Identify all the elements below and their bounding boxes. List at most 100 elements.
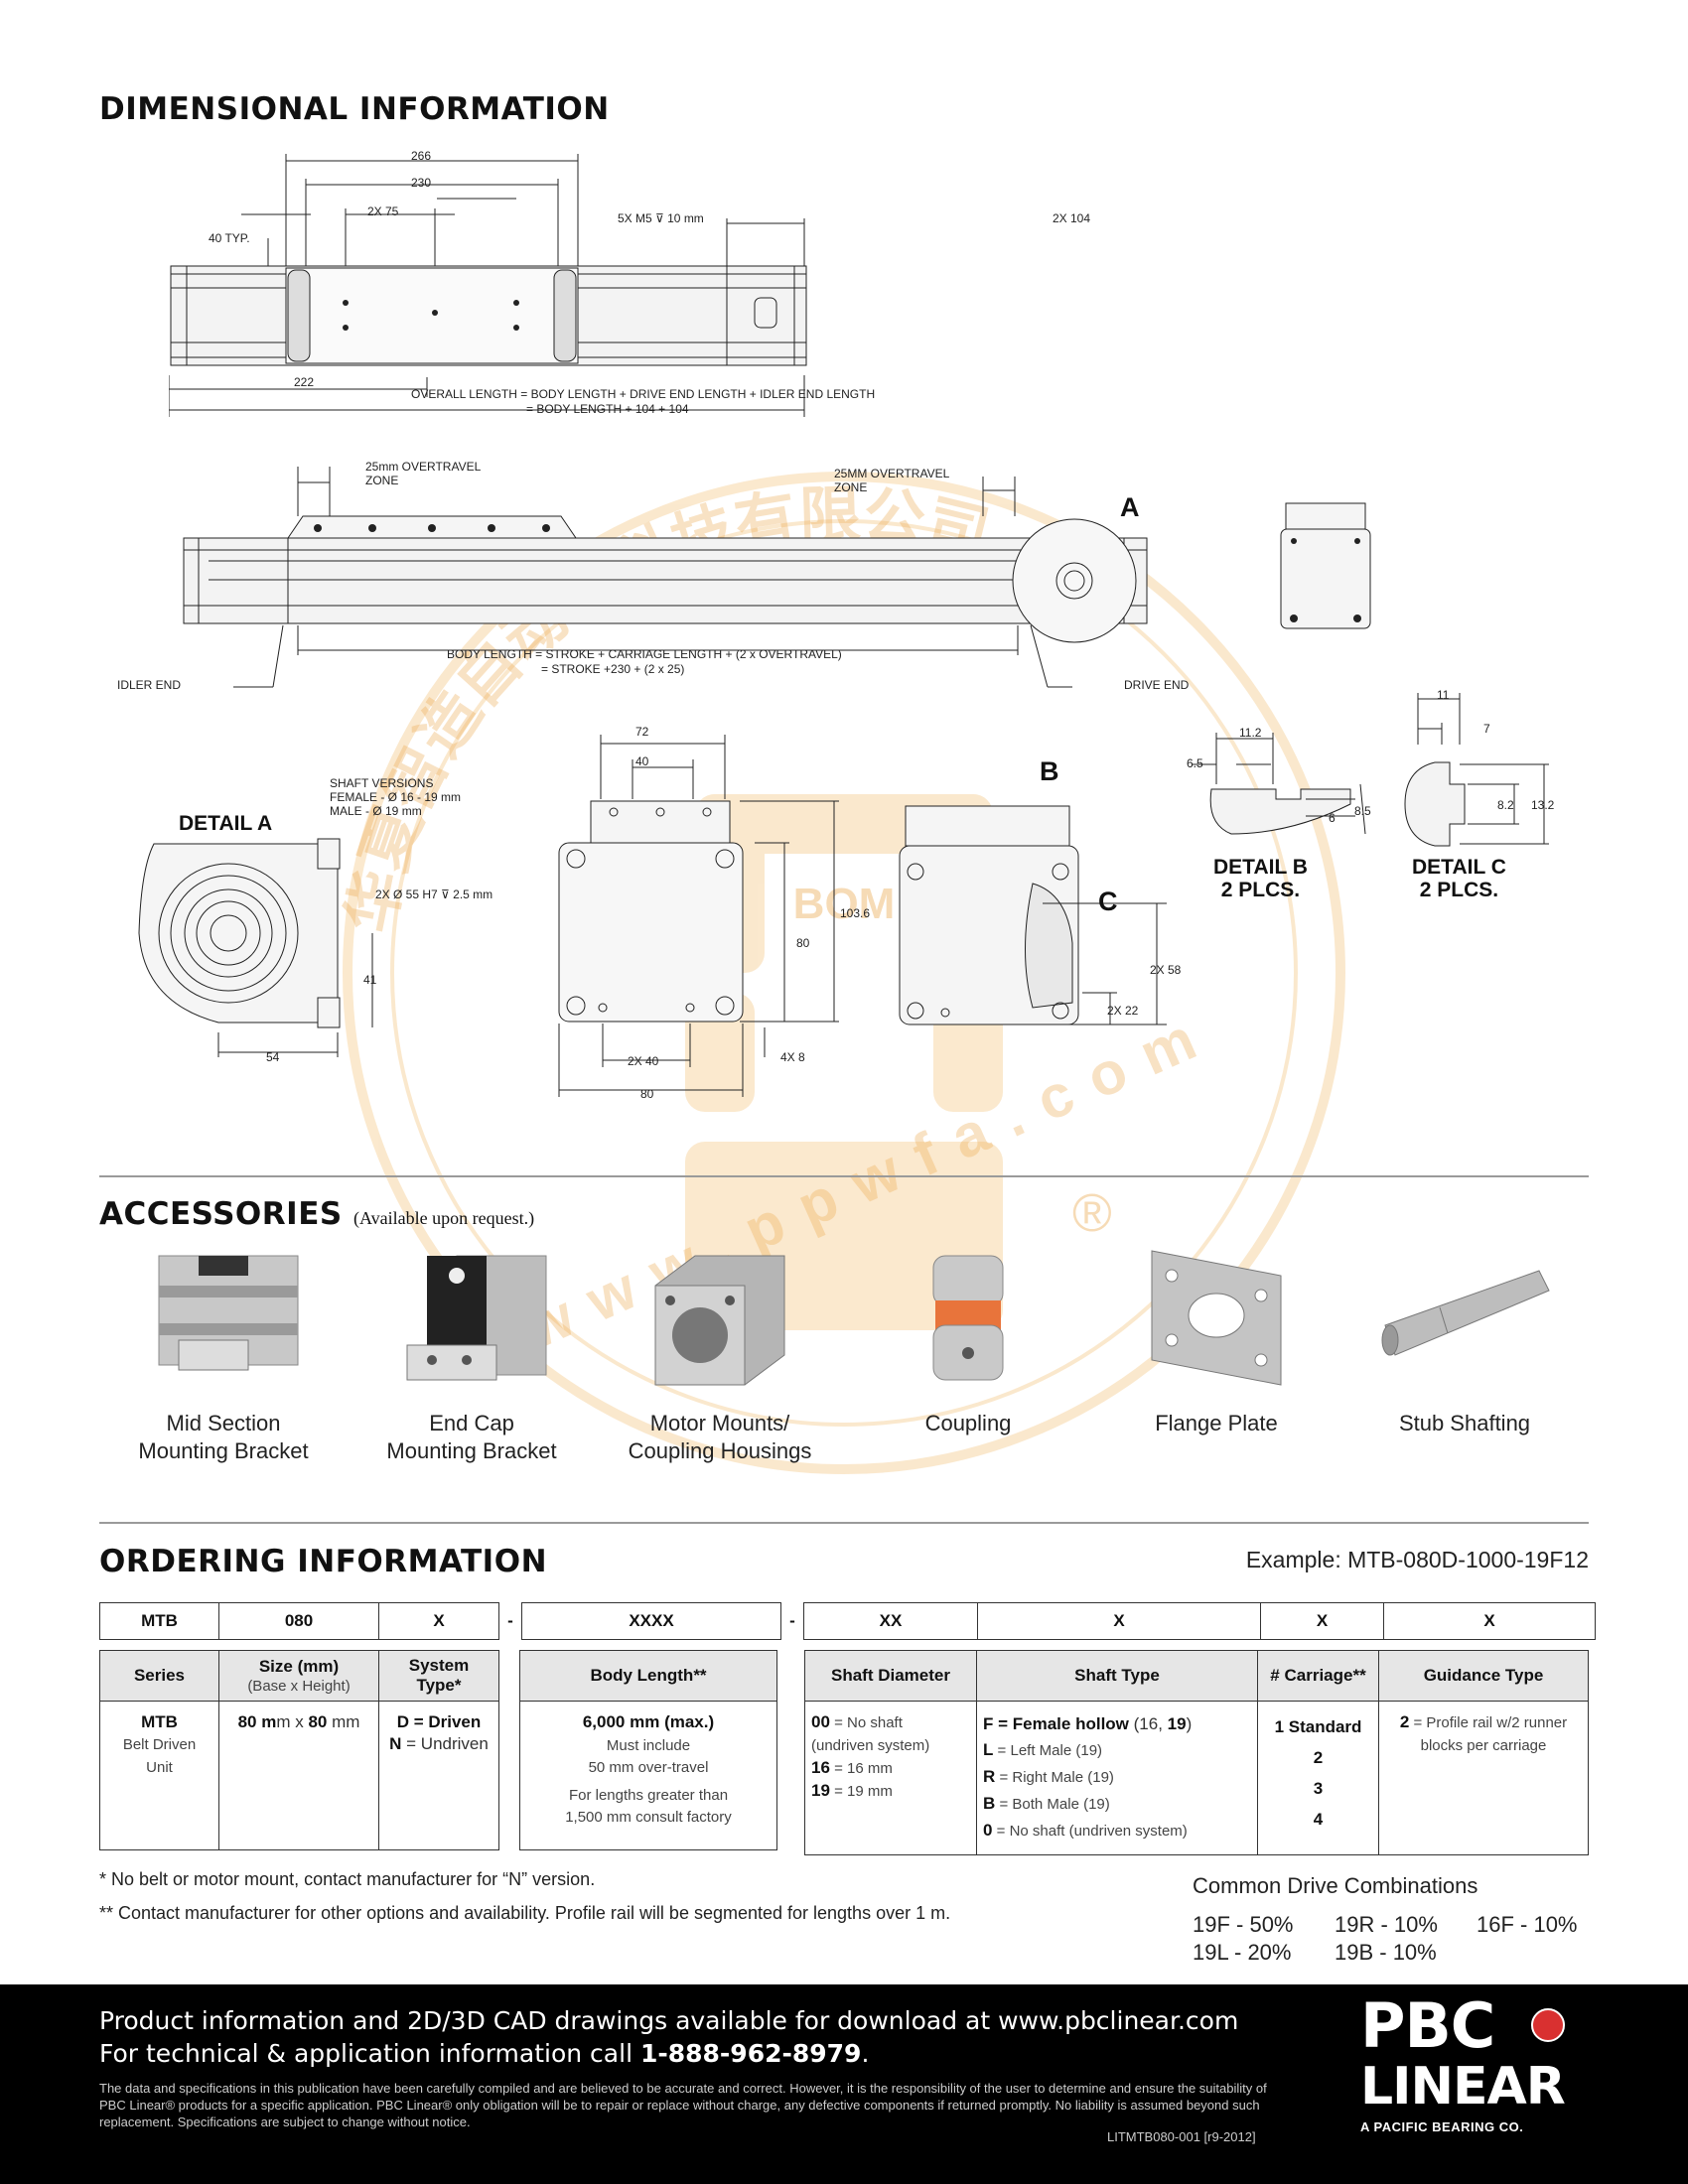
callout-c: C <box>1098 887 1118 916</box>
detail-b-drawing <box>1192 733 1366 835</box>
ordering-example: Example: MTB-080D-1000-19F12 <box>1245 1547 1589 1572</box>
spec-table-series: Series Size (mm)(Base x Height) System T… <box>99 1650 499 1850</box>
mid-section-bracket-image <box>158 1255 299 1371</box>
dim-11: 11 <box>1437 688 1450 702</box>
stub-shaft-image <box>1381 1270 1550 1356</box>
idler-end-label: IDLER END <box>117 678 182 692</box>
dim-4x8: 4X 8 <box>780 1050 805 1064</box>
dimensional-title: DIMENSIONAL INFORMATION <box>99 91 610 127</box>
dim-41: 41 <box>363 973 377 987</box>
accessory-label: Coupling <box>924 1411 1012 1435</box>
code-system: X <box>378 1602 499 1640</box>
overall-length-values: = BODY LENGTH + 104 + 104 <box>526 402 689 416</box>
overall-length-formula: OVERALL LENGTH = BODY LENGTH + DRIVE END… <box>411 387 876 401</box>
accessory-mid-section-bracket: Mid Section Mounting Bracket <box>109 1246 338 1465</box>
code-sep: - <box>789 1611 795 1630</box>
header-body: Body Length** <box>519 1650 777 1702</box>
header-carriage: # Carriage** <box>1257 1650 1379 1702</box>
code-shaft-type: X <box>977 1602 1261 1640</box>
size-cell: 80 mm x 80 mm <box>218 1701 379 1850</box>
dim-8-5: 8.5 <box>1354 804 1371 818</box>
dim-8-2: 8.2 <box>1497 798 1514 812</box>
footer-contact: Product information and 2D/3D CAD drawin… <box>99 2006 1239 2068</box>
overtravel-right: 25MM OVERTRAVEL ZONE <box>834 467 950 494</box>
dim-2x58: 2X 58 <box>1150 963 1182 977</box>
accessories-subtitle: (Available upon request.) <box>353 1208 535 1228</box>
detail-c-label: DETAIL C 2 PLCS. <box>1412 856 1506 901</box>
footnote-2: ** Contact manufacturer for other option… <box>99 1903 951 1923</box>
dim-80-horizontal: 80 <box>640 1087 654 1101</box>
combos-grid: 19F - 50%19R - 10%16F - 10% 19L - 20%19B… <box>1193 1912 1578 1965</box>
watermark-center: BOM <box>793 880 896 928</box>
combos-title: Common Drive Combinations <box>1193 1873 1478 1898</box>
header-guidance: Guidance Type <box>1378 1650 1589 1702</box>
shaft-versions: SHAFT VERSIONS FEMALE - Ø 16 - 19 mm MAL… <box>330 776 462 818</box>
shaft-type-cell: F = Female hollow (16, 19) L = Left Male… <box>976 1701 1258 1855</box>
callout-b: B <box>1040 756 1059 786</box>
accessory-label: Flange Plate <box>1155 1411 1278 1435</box>
accessory-flange-plate: Flange Plate <box>1102 1246 1331 1437</box>
flange-plate-image <box>1151 1250 1282 1386</box>
dim-72: 72 <box>635 725 649 739</box>
body-length-formula: BODY LENGTH = STROKE + CARRIAGE LENGTH +… <box>447 647 842 661</box>
dim-103-6: 103.6 <box>840 906 871 920</box>
dim-6: 6 <box>1329 811 1336 825</box>
motor-mount-image <box>654 1255 785 1386</box>
ordering-title: ORDERING INFORMATION <box>99 1544 548 1579</box>
dim-40: 40 <box>635 754 649 768</box>
accessory-label: Motor Mounts/ Coupling Housings <box>628 1411 812 1463</box>
accessory-motor-mount: Motor Mounts/ Coupling Housings <box>606 1246 834 1465</box>
footer-code: LITMTB080-001 [r9-2012] <box>1107 2129 1256 2144</box>
dim-2x104: 2X 104 <box>1053 211 1091 225</box>
footnote-1: * No belt or motor mount, contact manufa… <box>99 1869 596 1889</box>
body-cell: 6,000 mm (max.) Must include 50 mm over-… <box>519 1701 777 1850</box>
overtravel-left: 25mm OVERTRAVEL ZONE <box>365 460 482 487</box>
detail-a-drawing <box>138 838 373 1057</box>
dim-2x40: 2X 40 <box>628 1054 659 1068</box>
accessory-stub-shaft: Stub Shafting <box>1350 1246 1579 1437</box>
end-view-large <box>558 735 839 1097</box>
accessory-label: Stub Shafting <box>1398 1411 1531 1435</box>
dim-80-vertical: 80 <box>796 936 810 950</box>
header-series: Series <box>99 1650 219 1702</box>
ordering-code-row: MTB 080 X - XXXX - XX X X X <box>99 1602 1596 1640</box>
dim-266: 266 <box>411 149 432 163</box>
bore-dim: 2X Ø 55 H7 ⊽ 2.5 mm <box>375 887 493 901</box>
globe-icon <box>1531 2008 1565 2042</box>
end-view-small <box>1280 502 1371 629</box>
detail-c-drawing <box>1404 693 1549 847</box>
detail-a-label: DETAIL A <box>179 812 273 835</box>
body-length-values: = STROKE +230 + (2 x 25) <box>541 662 685 676</box>
side-view-drawing <box>183 467 1148 688</box>
dim-54: 54 <box>266 1050 280 1064</box>
dim-230: 230 <box>411 176 432 190</box>
footer-disclaimer: The data and specifications in this publ… <box>99 2081 1267 2129</box>
top-view-drawing <box>169 154 807 417</box>
dim-222: 222 <box>294 375 315 389</box>
shaft-dia-cell: 00 = No shaft (undriven system) 16 = 16 … <box>804 1701 977 1855</box>
dim-11-2: 11.2 <box>1239 726 1262 740</box>
accessory-label: Mid Section Mounting Bracket <box>138 1411 309 1463</box>
code-body: XXXX <box>521 1602 781 1640</box>
callout-a: A <box>1120 492 1140 522</box>
code-guidance: X <box>1383 1602 1596 1640</box>
drive-end-label: DRIVE END <box>1124 678 1190 692</box>
code-sep: - <box>507 1611 513 1630</box>
guidance-cell: 2 = Profile rail w/2 runner blocks per c… <box>1378 1701 1589 1855</box>
side-detail-drawing <box>899 805 1167 1025</box>
header-size: Size (mm)(Base x Height) <box>218 1650 379 1702</box>
spec-table-body: Body Length** 6,000 mm (max.) Must inclu… <box>519 1650 777 1850</box>
end-cap-bracket-image <box>406 1255 547 1381</box>
accessory-coupling: Coupling <box>854 1246 1082 1437</box>
accessories-title: ACCESSORIES (Available upon request.) <box>99 1196 535 1232</box>
code-size: 080 <box>218 1602 379 1640</box>
dim-2x22: 2X 22 <box>1107 1004 1139 1018</box>
pbc-linear-logo: PBC LINEAR A PACIFIC BEARING CO. <box>1360 1989 1566 2135</box>
dim-2x75: 2X 75 <box>367 205 399 218</box>
header-shaft-type: Shaft Type <box>976 1650 1258 1702</box>
divider <box>99 1522 1589 1524</box>
accessory-end-cap-bracket: End Cap Mounting Bracket <box>357 1246 586 1465</box>
detail-b-label: DETAIL B 2 PLCS. <box>1213 856 1308 901</box>
